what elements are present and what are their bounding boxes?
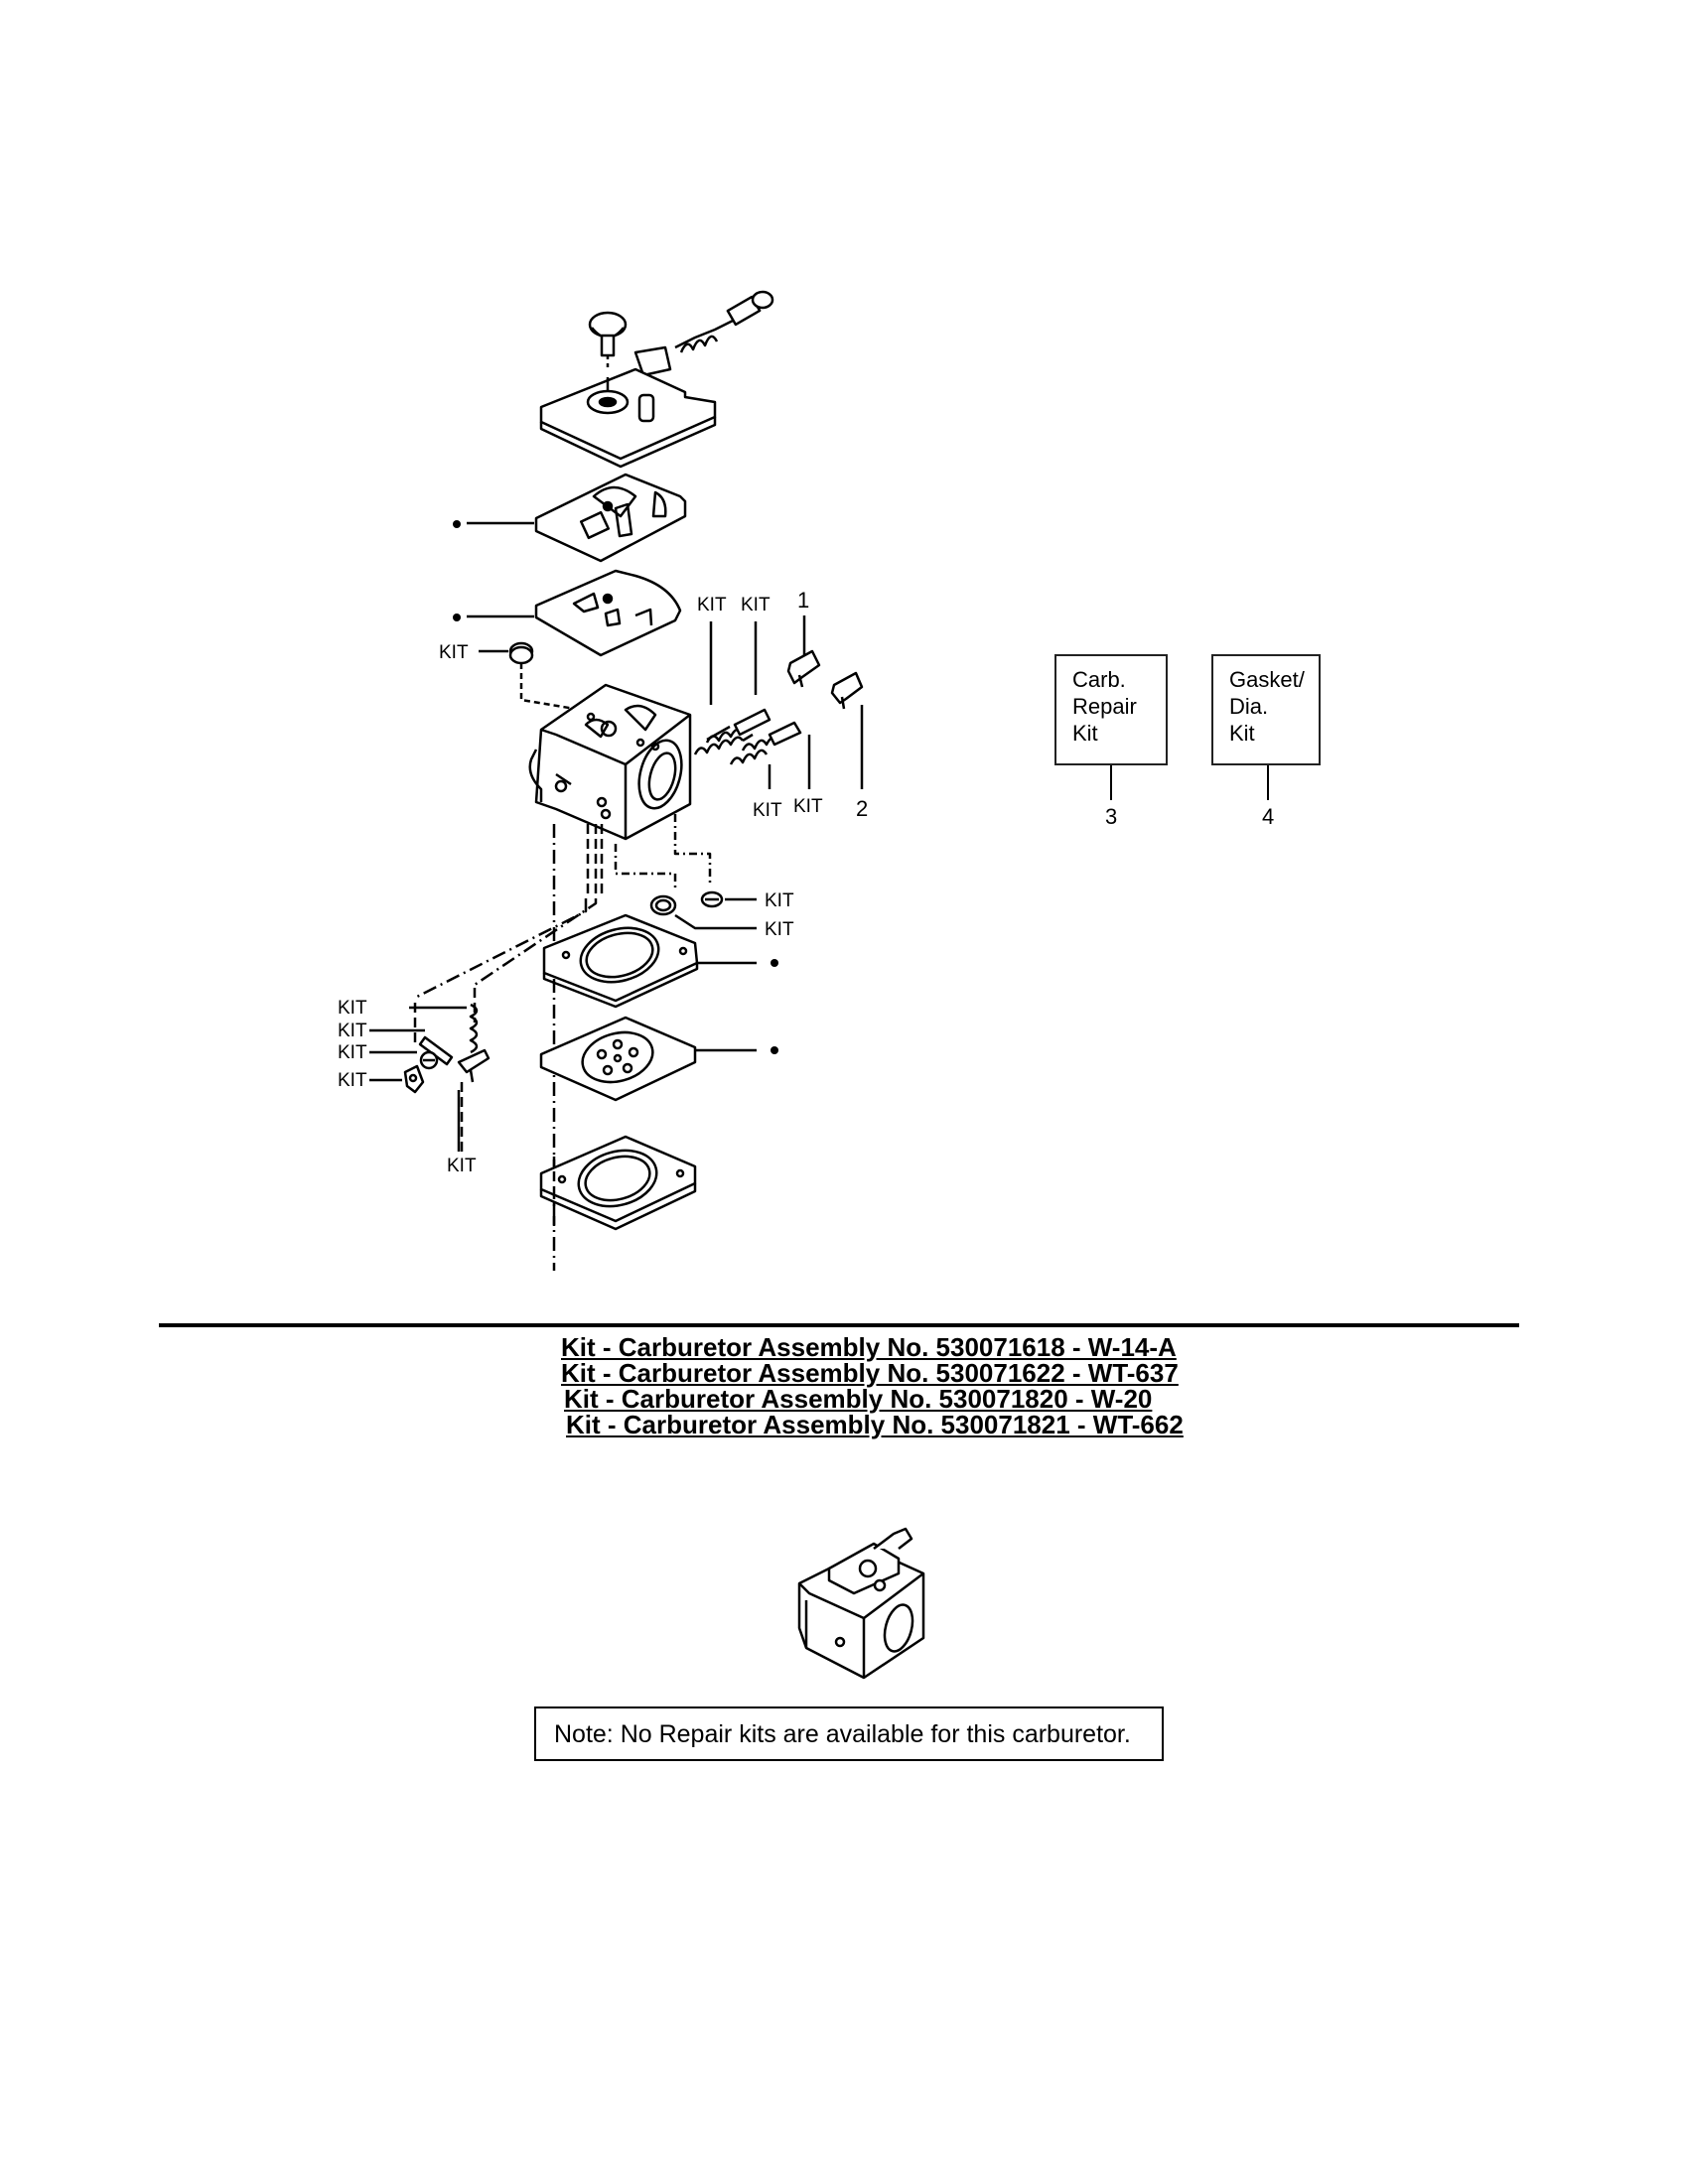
repair-kit-note: Note: No Repair kits are available for t… xyxy=(534,1706,1164,1761)
kit-label: KIT xyxy=(338,1070,367,1091)
needle-spring-2-icon xyxy=(729,749,769,765)
kit-label: KIT xyxy=(741,595,771,615)
inlet-needle-icon xyxy=(403,1064,425,1094)
dot-marker-icon xyxy=(453,614,461,621)
dot-marker-icon xyxy=(771,959,778,967)
gasket-dia-kit-box: Gasket/ Dia. Kit xyxy=(1211,654,1321,765)
limiter-cap-1-icon xyxy=(786,649,821,688)
callout-4: 4 xyxy=(1262,804,1274,829)
cover-screw-icon xyxy=(588,311,628,369)
kit-label: KIT xyxy=(753,800,782,821)
pump-gasket-icon xyxy=(534,473,687,563)
kit-label: KIT xyxy=(338,998,367,1019)
inlet-lever-spring-icon xyxy=(469,1003,479,1054)
inlet-lever-icon xyxy=(457,1048,491,1083)
kit-label: KIT xyxy=(338,1042,367,1063)
carb-repair-kit-box: Carb. Repair Kit xyxy=(1054,654,1168,765)
assembly-line: Kit - Carburetor Assembly No. 530071618 … xyxy=(561,1332,1177,1362)
kit-label: KIT xyxy=(765,890,794,911)
pump-diaphragm-icon xyxy=(534,569,682,657)
callout-2: 2 xyxy=(856,796,868,821)
kit-label: KIT xyxy=(793,796,823,817)
assembly-line: Kit - Carburetor Assembly No. 530071820 … xyxy=(564,1384,1153,1414)
callout-3: 3 xyxy=(1105,804,1117,829)
lever-screw-icon xyxy=(419,1050,439,1070)
lever-pin-icon xyxy=(418,1035,454,1066)
diagram-labels: KIT KIT KIT 1 KIT KIT 2 KIT KIT KIT KIT … xyxy=(338,588,1274,1176)
check-valve-screen-icon xyxy=(700,890,724,908)
kit-label: KIT xyxy=(338,1021,367,1041)
metering-gasket-icon xyxy=(542,913,699,1009)
kit-box-line: Carb. xyxy=(1072,667,1126,692)
kit-box-line: Kit xyxy=(1072,721,1098,746)
adjustment-screw-spring-icon xyxy=(633,290,774,377)
kit-box-line: Dia. xyxy=(1229,694,1269,719)
pump-cover-icon xyxy=(539,367,717,469)
kit-label: KIT xyxy=(697,595,727,615)
kit-label: KIT xyxy=(447,1156,477,1176)
assembly-line: Kit - Carburetor Assembly No. 530071622 … xyxy=(561,1358,1179,1388)
metering-cover-icon xyxy=(539,1135,697,1231)
dot-marker-icon xyxy=(453,520,461,528)
needle-spring-icon xyxy=(693,733,754,755)
kit-box-line: Kit xyxy=(1229,721,1255,746)
assembly-line: Kit - Carburetor Assembly No. 530071821 … xyxy=(566,1410,1184,1439)
kit-label: KIT xyxy=(765,919,794,940)
kit-box-line: Repair xyxy=(1072,694,1137,719)
dot-marker-icon xyxy=(771,1046,778,1054)
needle-valve-low-icon xyxy=(741,721,802,751)
assembly-list: Kit - Carburetor Assembly No. 530071618 … xyxy=(561,1334,1316,1437)
carburetor-thumbnail-icon xyxy=(797,1527,925,1680)
carburetor-body-icon xyxy=(528,683,692,841)
needle-valve-high-icon xyxy=(705,708,772,744)
inlet-screen-icon xyxy=(508,641,534,665)
section-divider xyxy=(159,1323,1519,1327)
kit-box-line: Gasket/ xyxy=(1229,667,1305,692)
limiter-cap-2-icon xyxy=(830,671,864,710)
metering-diaphragm-icon xyxy=(539,1016,697,1102)
o-ring-icon xyxy=(649,894,677,916)
callout-1: 1 xyxy=(797,588,809,613)
kit-label: KIT xyxy=(439,642,469,663)
